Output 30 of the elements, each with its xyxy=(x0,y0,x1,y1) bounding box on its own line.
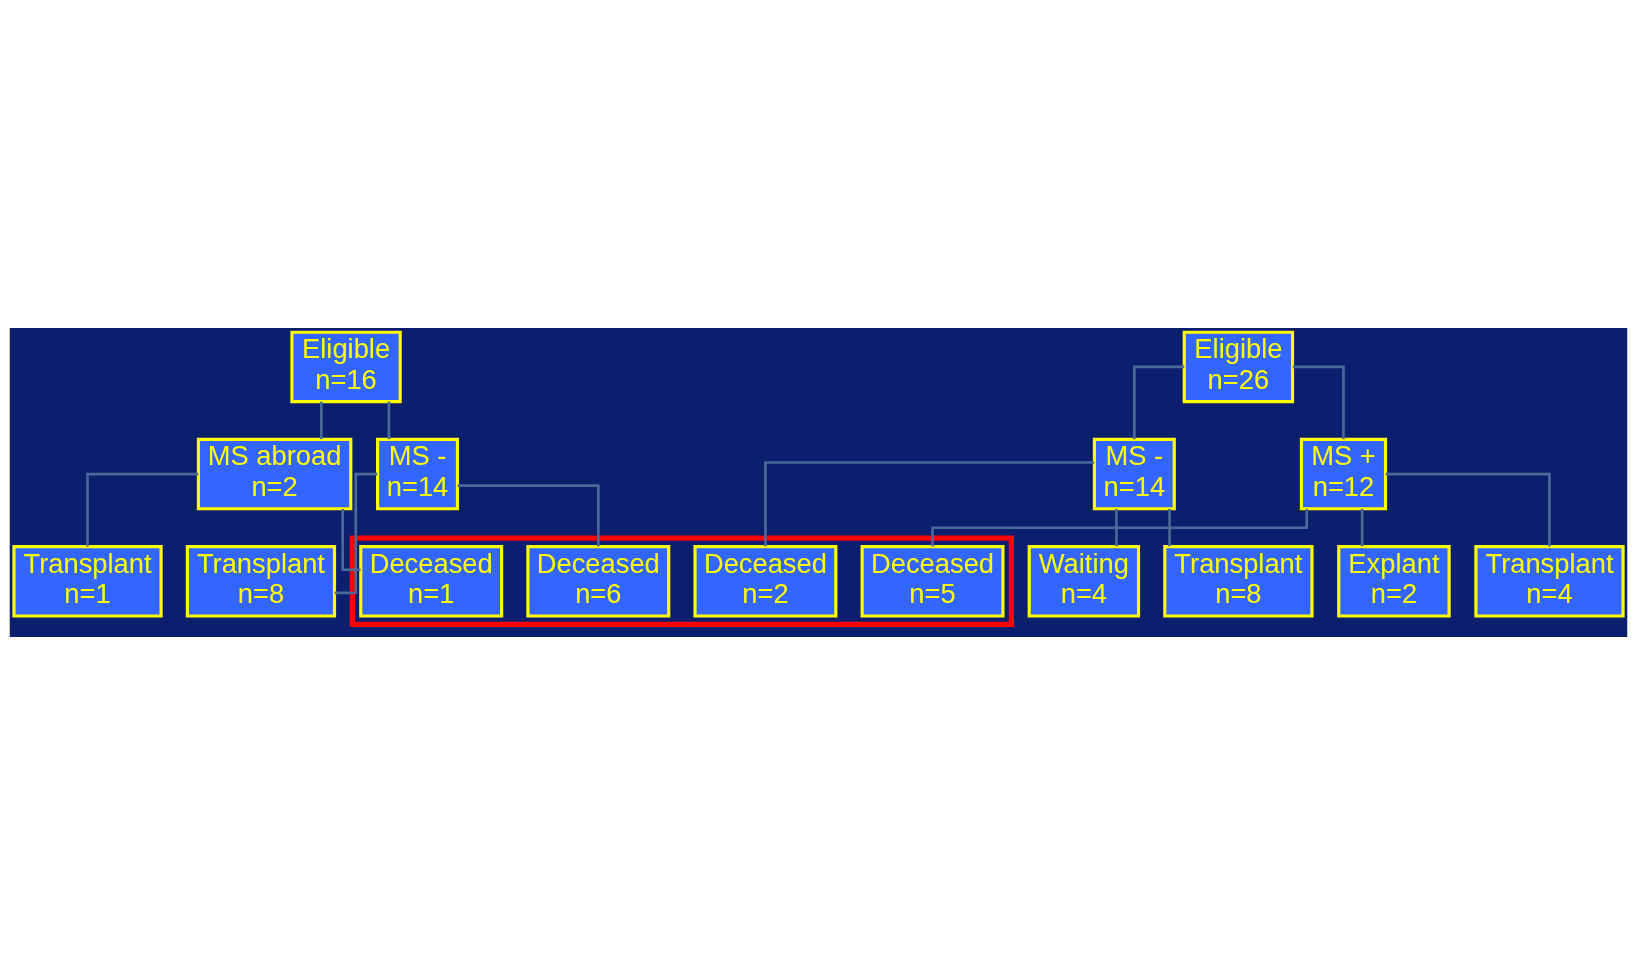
connector xyxy=(1385,472,1551,546)
connector xyxy=(457,483,600,546)
node-box: Deceased n=5 xyxy=(860,544,1005,618)
node-box: Waiting n=4 xyxy=(1027,544,1141,618)
connector xyxy=(1292,365,1345,439)
cluster xyxy=(349,535,1014,627)
node-box: Deceased n=6 xyxy=(526,544,671,618)
connector xyxy=(1115,508,1118,546)
node-box: Eligible n=16 xyxy=(290,330,402,403)
node-box: Transplant n=8 xyxy=(1163,544,1314,618)
connector xyxy=(86,472,199,546)
node-box: Transplant n=1 xyxy=(12,544,163,618)
connector xyxy=(764,460,1095,546)
node-box: Deceased n=2 xyxy=(693,544,838,618)
connector xyxy=(387,401,391,439)
connector xyxy=(931,508,1308,546)
node-box: Transplant n=8 xyxy=(185,544,337,618)
node-box: MS abroad n=2 xyxy=(196,437,353,510)
node-box: MS + n=12 xyxy=(1299,437,1388,510)
connector xyxy=(320,401,323,439)
connector xyxy=(1168,508,1171,546)
node-box: MS - n=14 xyxy=(376,437,460,510)
node-box: Transplant n=4 xyxy=(1474,544,1625,618)
node-box: MS - n=14 xyxy=(1092,437,1176,510)
node-box: Explant n=2 xyxy=(1337,544,1451,618)
connector xyxy=(1133,365,1185,439)
connector xyxy=(1360,508,1364,546)
node-box: Eligible n=26 xyxy=(1182,330,1295,403)
connector xyxy=(341,508,361,571)
node-box: Deceased n=1 xyxy=(359,544,504,618)
